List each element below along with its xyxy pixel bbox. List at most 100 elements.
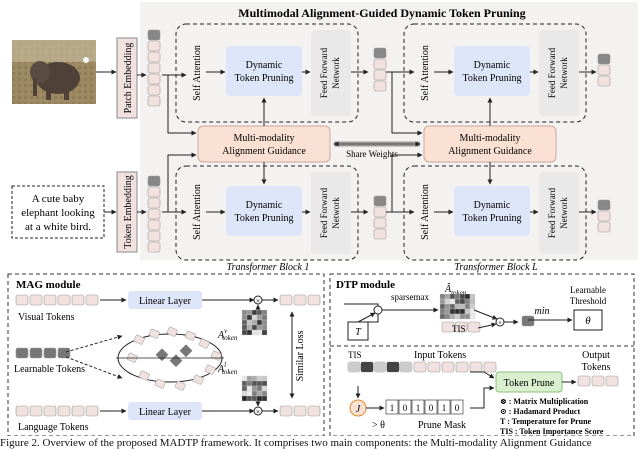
prune-mask-label: Prune Mask — [418, 420, 466, 431]
figure-caption: Figure 2. Overview of the proposed MADTP… — [0, 437, 592, 449]
token-prune-label: Token Prune — [504, 378, 555, 389]
token-cell — [427, 361, 441, 373]
self-attention-label-Ll: Self Attention — [420, 184, 431, 240]
heatmap-cell — [256, 375, 263, 382]
token-cell — [147, 62, 161, 74]
ffn-label-1l-b: Network — [331, 197, 341, 229]
dtp-box-1v — [226, 46, 302, 96]
matmul-op-top — [253, 295, 263, 305]
elephant-photo — [12, 40, 96, 104]
ffn-label-1v-b: Network — [331, 57, 341, 89]
ffn-label-Ll-b: Network — [559, 197, 569, 229]
heatmap-cell — [449, 308, 456, 315]
heatmap-cell — [464, 303, 471, 310]
heatmap-cell — [256, 324, 263, 331]
token-cell — [147, 175, 161, 187]
heatmap-cell — [246, 319, 253, 326]
matmul-op-bottom — [253, 406, 263, 416]
token-cell — [85, 405, 99, 417]
heatmap-cell — [246, 375, 253, 382]
transformer-block-1-visual — [175, 23, 359, 123]
min-label: min — [535, 306, 550, 317]
token-cell — [597, 221, 611, 233]
heatmap-cell — [444, 298, 451, 305]
self-attention-label-1l: Self Attention — [192, 184, 203, 240]
learnable-tokens-label: Learnable Tokens — [14, 364, 85, 375]
heatmap-cell — [444, 293, 451, 300]
heatmap-cell — [469, 298, 476, 305]
token-cell — [147, 230, 161, 242]
token-cell — [373, 58, 387, 70]
ffn-box-Lv — [539, 30, 579, 116]
transformer-block-L-visual — [403, 23, 587, 123]
heatmap-cell — [241, 380, 248, 387]
token-cell — [147, 241, 161, 253]
dtp-label-1l-a: Dynamic — [246, 200, 283, 211]
mask-bit-box — [398, 399, 412, 415]
token-cell — [29, 405, 43, 417]
a-hat-token: Âtoken — [444, 283, 467, 297]
scatter-token — [174, 380, 186, 391]
tis-cell — [361, 362, 373, 372]
self-attention-label-Lv: Self Attention — [420, 45, 431, 101]
dtp-box-Ll — [454, 186, 530, 236]
mask-bit-value: 1 — [416, 403, 421, 413]
dtp-label-1l-b: Token Pruning — [234, 213, 293, 224]
self-attention-label-1v: Self Attention — [192, 45, 203, 101]
token-cell — [147, 95, 161, 107]
heatmap-cell — [246, 314, 253, 321]
heatmap-cell — [251, 314, 258, 321]
mag-arrows — [65, 297, 295, 414]
token-cell — [15, 294, 29, 306]
mag-token-rows — [15, 294, 321, 417]
token-cell — [307, 294, 321, 306]
heatmap-cell — [439, 293, 446, 300]
heatmap-cell — [439, 308, 446, 315]
heatmap-cell — [454, 298, 461, 305]
heatmap-cell — [256, 395, 263, 402]
mask-bit-box — [450, 399, 464, 415]
token-cell — [147, 73, 161, 85]
scatter-token — [148, 328, 160, 339]
token-cell — [85, 294, 99, 306]
mask-bit-box — [437, 399, 451, 415]
patch-embedding-box — [116, 37, 138, 119]
token-cell — [307, 405, 321, 417]
heatmap-cell — [454, 293, 461, 300]
ffn-label-Lv-a: Feed Forward — [547, 47, 557, 98]
dtp-label-Ll-a: Dynamic — [474, 200, 511, 211]
learnable-threshold-b: Threshold — [570, 296, 607, 306]
dtp-label-1v-a: Dynamic — [246, 60, 283, 71]
heatmap-cell — [251, 390, 258, 397]
embedding-scatter — [116, 326, 224, 391]
heatmap-cell — [246, 329, 253, 336]
ffn-box-Ll — [539, 172, 579, 254]
heatmap-cell — [256, 329, 263, 336]
gt-theta-label: > θ — [372, 420, 385, 431]
share-weights-label: Share Weights — [346, 149, 398, 159]
output-tokens-label-a: Output — [582, 350, 610, 361]
heatmap-cell — [261, 385, 268, 392]
token-embedding-label: Token Embedding — [123, 175, 134, 248]
scatter-token — [166, 326, 178, 337]
tis-label: TIS — [452, 324, 466, 334]
heatmap-cell — [246, 385, 253, 392]
mask-bit-value: 0 — [455, 403, 460, 413]
attention-map-hat — [439, 293, 476, 320]
heatmap-cell — [241, 329, 248, 336]
mag-connection-arrows — [167, 72, 493, 212]
heatmap-cell — [459, 293, 466, 300]
token-cell — [57, 294, 71, 306]
heatmap-cell — [251, 329, 258, 336]
dtp-label-1v-b: Token Pruning — [234, 73, 293, 84]
top-token-stacks — [147, 29, 611, 253]
heatmap-cell — [459, 303, 466, 310]
dtp-box-1l — [226, 186, 302, 236]
mask-bit-box — [385, 399, 399, 415]
mask-bit-value: 0 — [403, 403, 408, 413]
heatmap-cell — [469, 313, 476, 320]
token-cell — [147, 208, 161, 220]
heatmap-cell — [261, 319, 268, 326]
similar-loss-label: Similar Loss — [295, 330, 306, 381]
